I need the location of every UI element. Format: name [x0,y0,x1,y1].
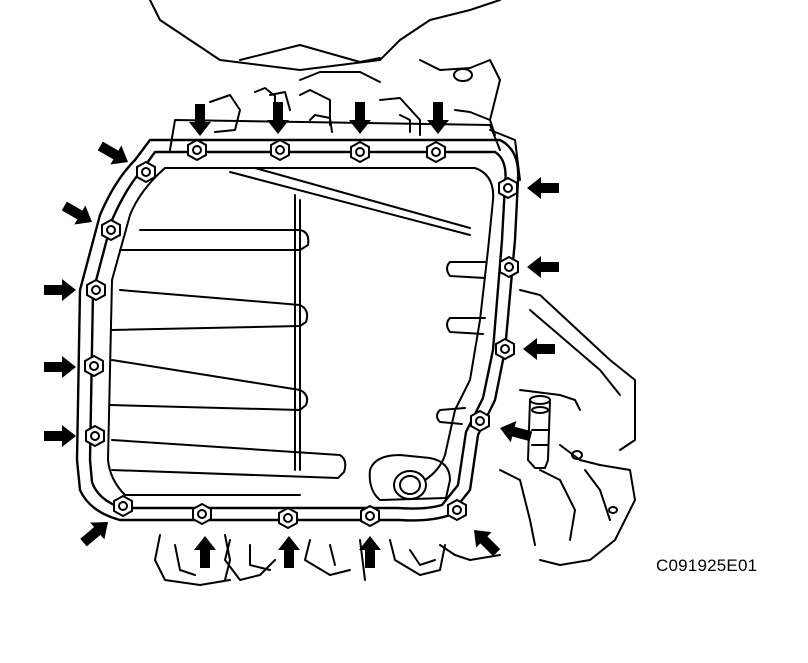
arrow [44,425,76,447]
bolt [113,494,133,518]
arrow [427,102,449,134]
arrow [523,338,555,360]
bolt [447,498,467,522]
bolt [84,354,104,378]
arrow [76,513,116,551]
oil-pan-flange [75,138,520,522]
bolt [136,160,156,184]
bolt [86,278,106,302]
transmission-case-top [149,0,521,181]
arrow [194,536,216,568]
bolt [85,424,105,448]
arrow [527,177,559,199]
bolt [426,140,446,164]
bolt-group [84,138,519,530]
bolt [278,506,298,530]
bolt [101,218,121,242]
bolt [498,176,518,200]
bolt [470,409,490,433]
arrow [278,536,300,568]
bolt [499,255,519,279]
bolt [360,504,380,528]
figure-code: C091925E01 [656,556,758,575]
arrow [527,256,559,278]
bolt [350,140,370,164]
bolt [270,138,290,162]
bolt [192,502,212,526]
arrow [44,279,76,301]
arrow [267,102,289,134]
transmission-case-side [499,289,636,566]
bolt [495,337,515,361]
bolt [187,138,207,162]
oil-pan-body [107,167,495,501]
arrow [44,356,76,378]
arrow [349,102,371,134]
arrow [58,196,98,232]
transmission-case-bottom [154,534,501,586]
